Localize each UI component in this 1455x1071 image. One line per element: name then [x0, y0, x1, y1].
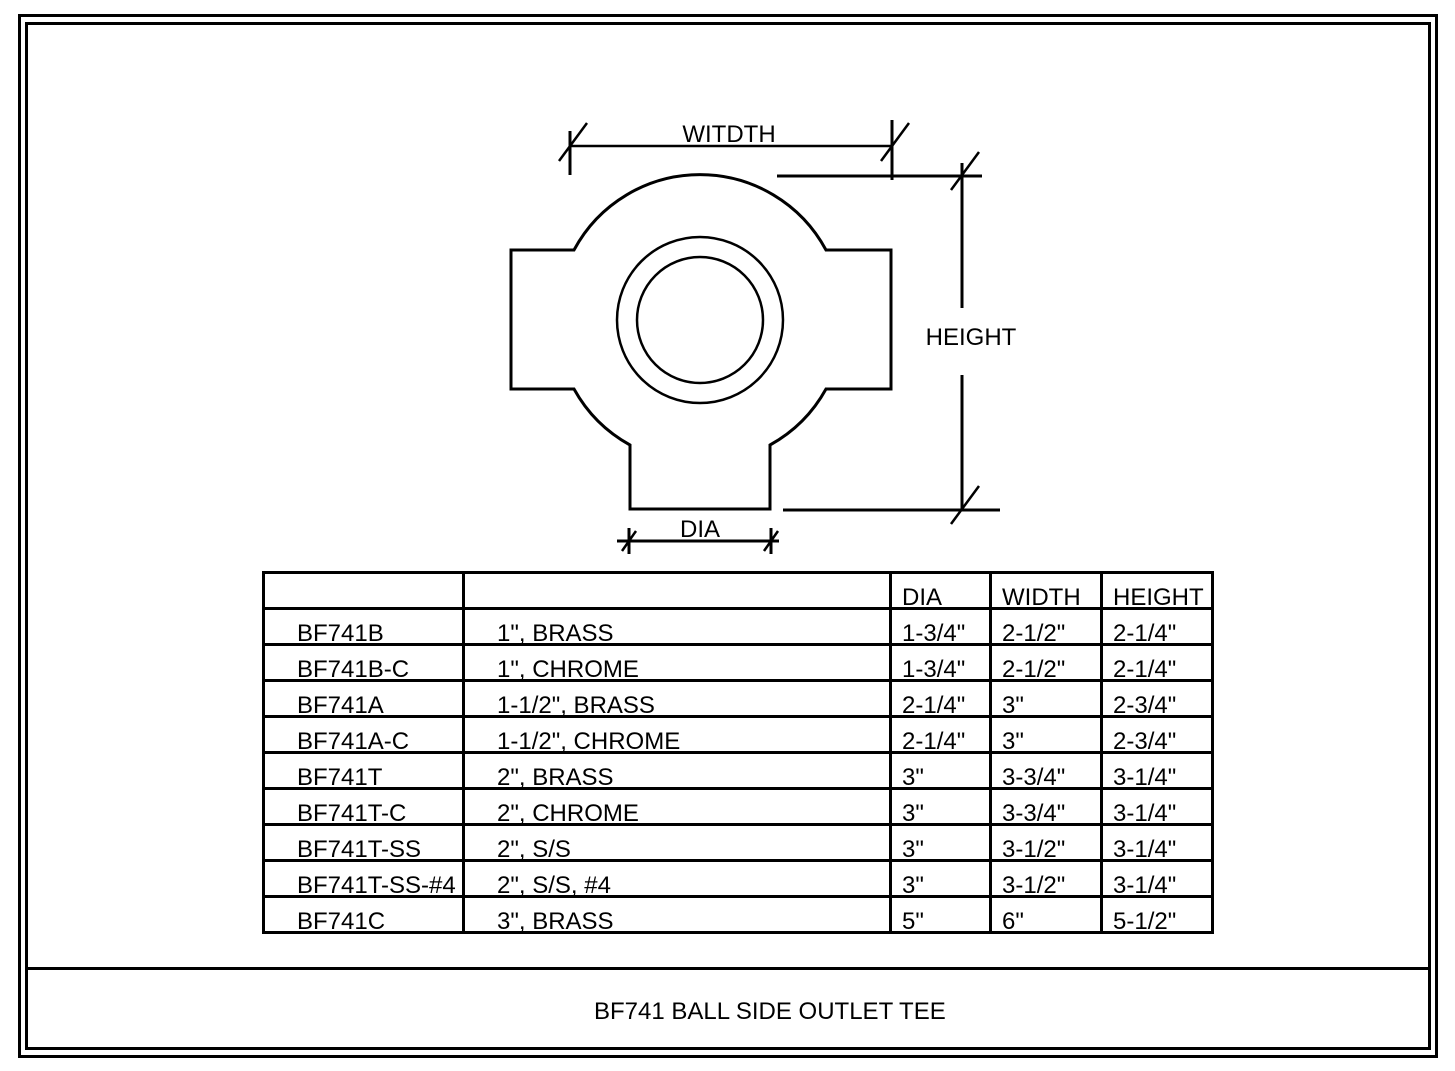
width-cell: 3-1/2"	[989, 859, 1103, 898]
model-cell: BF741A-C	[262, 715, 465, 754]
height-dimension	[777, 151, 1000, 525]
model-cell: BF741T-C	[262, 787, 465, 826]
width-cell: 3-1/2"	[989, 823, 1103, 862]
dia-cell: 5"	[889, 895, 992, 934]
drawing-outer-border	[18, 14, 1438, 1058]
table-header-row: DIA WIDTH HEIGHT	[262, 571, 1214, 610]
dia-cell: 1-3/4"	[889, 607, 992, 646]
dia-cell: 3"	[889, 823, 992, 862]
header-model	[262, 571, 465, 610]
dia-cell: 2-1/4"	[889, 679, 992, 718]
dia-dimension	[617, 528, 780, 554]
height-cell: 2-3/4"	[1100, 679, 1214, 718]
header-width: WIDTH	[989, 571, 1103, 610]
model-cell: BF741B	[262, 607, 465, 646]
description-cell: 1", BRASS	[462, 607, 892, 646]
header-dia: DIA	[889, 571, 992, 610]
outer-bore-circle	[615, 235, 785, 405]
height-cell: 3-1/4"	[1100, 751, 1214, 790]
description-cell: 2", BRASS	[462, 751, 892, 790]
tee-body-outline	[509, 173, 893, 511]
model-cell: BF741A	[262, 679, 465, 718]
header-description	[462, 571, 892, 610]
dia-cell: 3"	[889, 787, 992, 826]
description-cell: 2", CHROME	[462, 787, 892, 826]
width-cell: 2-1/2"	[989, 607, 1103, 646]
height-cell: 3-1/4"	[1100, 859, 1214, 898]
width-cell: 3-3/4"	[989, 751, 1103, 790]
drawing-title: BF741 BALL SIDE OUTLET TEE	[594, 998, 946, 1025]
description-cell: 1-1/2", BRASS	[462, 679, 892, 718]
dia-cell: 1-3/4"	[889, 643, 992, 682]
model-cell: BF741C	[262, 895, 465, 934]
height-cell: 3-1/4"	[1100, 787, 1214, 826]
height-cell: 2-1/4"	[1100, 607, 1214, 646]
model-cell: BF741T	[262, 751, 465, 790]
width-cell: 3"	[989, 679, 1103, 718]
height-cell: 2-3/4"	[1100, 715, 1214, 754]
width-dimension-label: WITDTH	[682, 121, 775, 148]
header-height: HEIGHT	[1100, 571, 1214, 610]
dia-cell: 3"	[889, 859, 992, 898]
height-dimension-label: HEIGHT	[926, 324, 1017, 351]
width-dimension	[557, 120, 911, 180]
height-cell: 3-1/4"	[1100, 823, 1214, 862]
height-cell: 2-1/4"	[1100, 643, 1214, 682]
height-cell: 5-1/2"	[1100, 895, 1214, 934]
title-block-divider	[25, 967, 1431, 970]
dia-cell: 3"	[889, 751, 992, 790]
width-cell: 3-3/4"	[989, 787, 1103, 826]
model-cell: BF741B-C	[262, 643, 465, 682]
width-cell: 6"	[989, 895, 1103, 934]
inner-bore-circle	[635, 255, 765, 385]
drawing-inner-border	[25, 22, 1431, 1050]
description-cell: 1-1/2", CHROME	[462, 715, 892, 754]
width-cell: 2-1/2"	[989, 643, 1103, 682]
description-cell: 2", S/S, #4	[462, 859, 892, 898]
description-cell: 1", CHROME	[462, 643, 892, 682]
dia-dimension-label: DIA	[680, 516, 720, 543]
description-cell: 2", S/S	[462, 823, 892, 862]
model-cell: BF741T-SS-#4	[262, 859, 465, 898]
description-cell: 3", BRASS	[462, 895, 892, 934]
width-cell: 3"	[989, 715, 1103, 754]
model-cell: BF741T-SS	[262, 823, 465, 862]
dia-cell: 2-1/4"	[889, 715, 992, 754]
